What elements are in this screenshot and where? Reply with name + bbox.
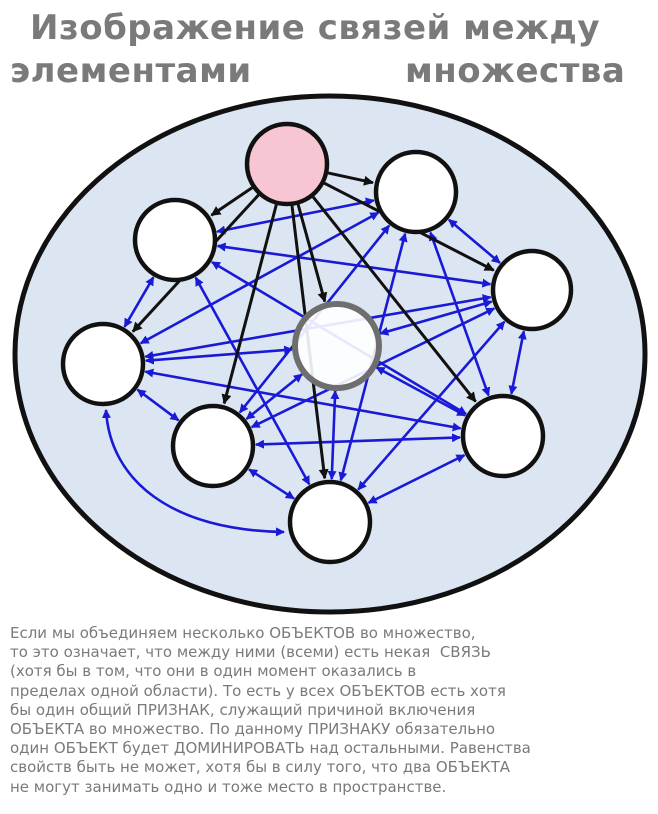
element-node-right	[490, 248, 574, 332]
elements	[60, 121, 574, 565]
dominant-element-node	[244, 121, 330, 207]
mutual-link	[379, 299, 493, 336]
mutual-link	[254, 433, 462, 449]
dominant-link	[311, 195, 477, 403]
description-line: не могут занимать одно и тоже место в пр…	[10, 777, 447, 796]
mutual-link	[367, 453, 466, 505]
description-line: пределах одной области). То есть у всех …	[10, 681, 506, 700]
dominant-link	[296, 204, 328, 303]
description-line: один ОБЪЕКТ будет ДОМИНИРОВАТЬ над остал…	[10, 739, 531, 758]
title-line-2-right: множества	[405, 51, 626, 91]
element-node-bottom	[287, 479, 373, 565]
description-line: то это означает, что между ними (всеми) …	[10, 643, 491, 662]
title-line-2-left: элементами	[10, 51, 252, 91]
mutual-link	[144, 368, 462, 432]
element-node-upper-left	[132, 197, 218, 283]
description-line: свойств быть не может, хотя бы в силу то…	[10, 758, 511, 777]
set-diagram	[12, 93, 648, 615]
dominant-link	[210, 186, 254, 217]
element-node-lower-mid-left	[170, 403, 256, 489]
element-node-lower-right	[460, 393, 546, 479]
dominant-link	[221, 204, 278, 405]
description-line: (хотя бы в том, что они в один момент ок…	[10, 662, 417, 681]
element-node-upper-right	[373, 149, 459, 235]
mutual-link-curved	[101, 409, 285, 537]
mutual-link	[123, 276, 155, 328]
element-node-left	[60, 321, 146, 407]
element-node-center	[292, 301, 382, 391]
description-line: Если мы объединяем несколько ОБЪЕКТОВ во…	[10, 624, 476, 642]
title-line-1: Изображение связей между	[30, 8, 600, 48]
description-line: ОБЪЕКТА во множество. По данному ПРИЗНАК…	[10, 720, 496, 739]
mutual-link	[144, 345, 294, 365]
description-line: бы один общий ПРИЗНАК, служащий причиной…	[10, 700, 476, 719]
mutual-link	[327, 389, 340, 481]
description-text: Если мы объединяем несколько ОБЪЕКТОВ во…	[10, 624, 654, 797]
dominant-link	[327, 171, 374, 186]
mutual-link	[508, 330, 527, 395]
mutual-link	[375, 366, 467, 417]
